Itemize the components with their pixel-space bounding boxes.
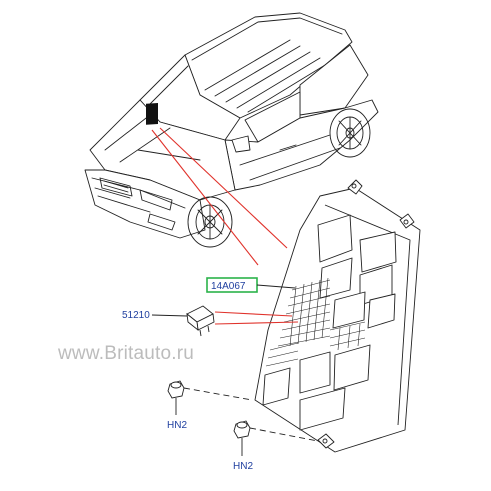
fuse-box-leader	[256, 284, 296, 289]
nut-lower-dashed-leader	[249, 427, 319, 442]
nut-upper-label: HN2	[167, 420, 187, 431]
watermark: www.Britauto.ru	[58, 343, 195, 364]
leader-lines-fuse	[214, 311, 299, 325]
fuse-part	[186, 305, 215, 337]
nut-upper-dashed-leader	[183, 387, 253, 401]
fuse-part-number: 51210	[122, 310, 150, 321]
fuse-box-location-marker	[146, 102, 158, 125]
fuse-leader	[151, 314, 188, 317]
nut-upper	[167, 380, 185, 415]
nut-lower-label: HN2	[233, 461, 253, 472]
fuse-slots	[265, 277, 366, 367]
leader-lines-vehicle	[151, 127, 288, 266]
vehicle-outline	[84, 12, 379, 248]
nut-lower	[233, 420, 251, 456]
fuse-box	[254, 179, 421, 453]
fuse-box-part-number: 14A067	[211, 281, 246, 292]
